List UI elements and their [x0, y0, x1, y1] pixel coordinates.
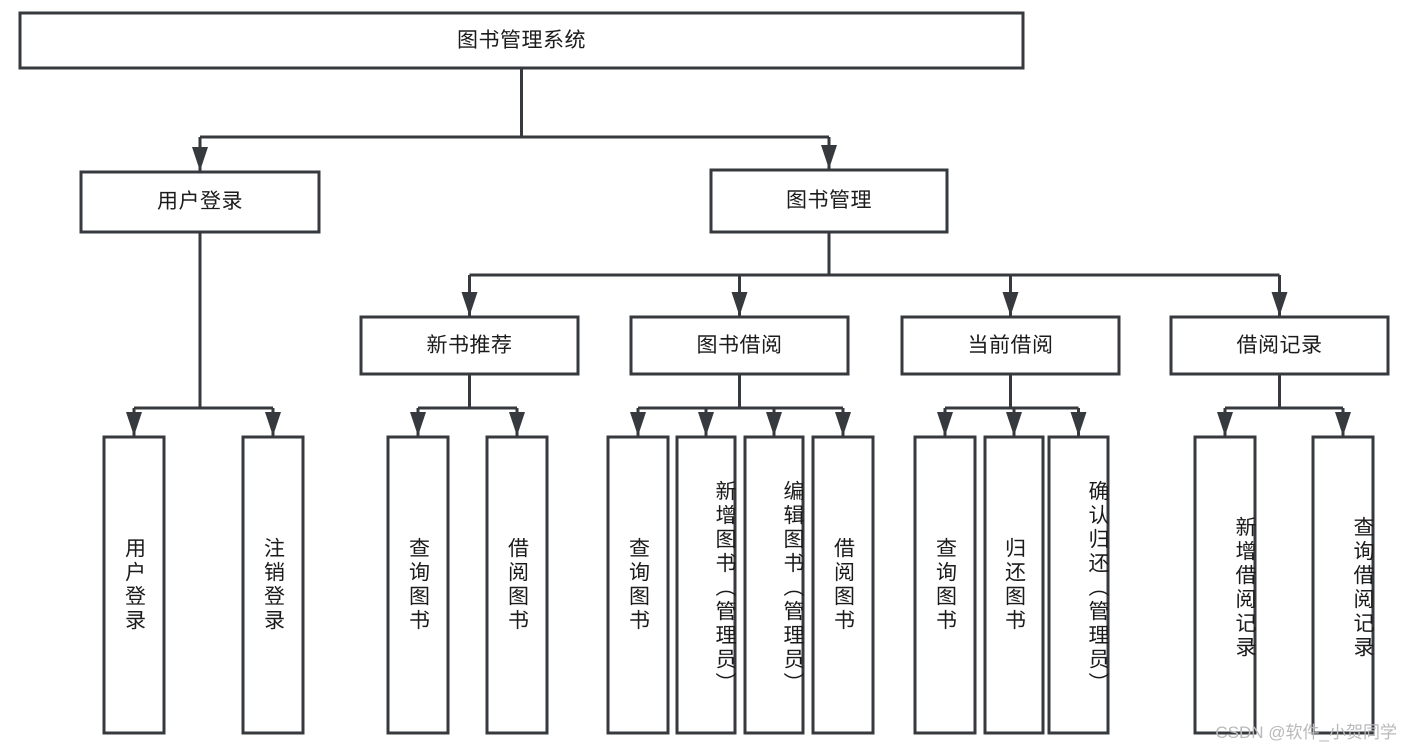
arrow-to-leaf-9	[1006, 412, 1022, 436]
arrow-to-leaf-1	[265, 412, 281, 436]
arrow-mgmt-to-level2-2	[1002, 292, 1019, 316]
leaf-box-3[interactable]	[485, 435, 549, 735]
root-box-0[interactable]	[18, 11, 1025, 70]
leaf-box-11[interactable]	[1193, 435, 1257, 735]
level2-box-3[interactable]	[1169, 315, 1390, 376]
arrow-mgmt-to-level2-0	[461, 292, 478, 316]
leaf-box-7[interactable]	[811, 435, 875, 735]
leaf-box-1[interactable]	[241, 435, 305, 735]
arrow-to-leaf-2	[410, 412, 426, 436]
level1-box-0[interactable]	[79, 170, 321, 234]
level1-box-1[interactable]	[709, 168, 949, 234]
arrow-to-leaf-8	[937, 412, 953, 436]
leaf-box-4[interactable]	[606, 435, 670, 735]
level2-box-1[interactable]	[629, 315, 850, 376]
leaf-box-10[interactable]	[1047, 435, 1110, 735]
leaf-box-9[interactable]	[983, 435, 1045, 735]
arrow-mgmt-to-level2-1	[731, 292, 748, 316]
arrow-to-leaf-10	[1070, 412, 1087, 436]
connector-layer	[126, 68, 1351, 436]
arrow-to-leaf-0	[126, 412, 142, 436]
arrow-to-leaf-4	[630, 412, 646, 436]
level2-box-0[interactable]	[359, 315, 580, 376]
leaf-box-12[interactable]	[1311, 435, 1375, 735]
level2-box-2[interactable]	[900, 315, 1121, 376]
leaf-box-0[interactable]	[102, 435, 166, 735]
arrow-root-to-level1-1	[821, 145, 837, 169]
arrow-to-leaf-7	[835, 412, 851, 436]
node-boxes-layer	[18, 11, 1390, 735]
arrow-to-leaf-5	[698, 412, 714, 436]
arrow-mgmt-to-level2-3	[1271, 292, 1288, 316]
leaf-box-8[interactable]	[913, 435, 977, 735]
arrow-to-leaf-6	[766, 412, 782, 436]
leaf-box-6[interactable]	[743, 435, 805, 735]
arrow-to-leaf-3	[509, 412, 525, 436]
arrow-to-leaf-12	[1335, 412, 1351, 436]
leaf-box-5[interactable]	[675, 435, 737, 735]
arrow-root-to-level1-0	[192, 147, 208, 171]
arrow-to-leaf-11	[1217, 412, 1233, 436]
leaf-box-2[interactable]	[386, 435, 450, 735]
watermark-text: CSDN @软件_小贺同学	[1215, 723, 1397, 742]
